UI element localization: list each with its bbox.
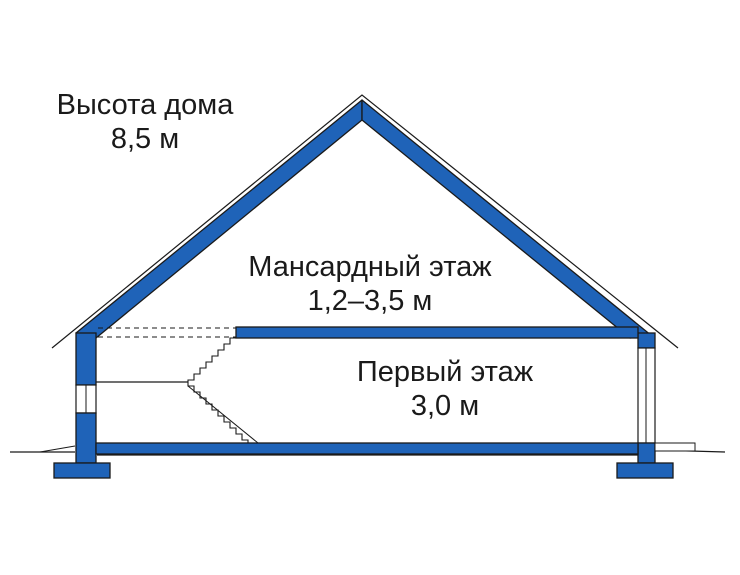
ground-slope-left <box>39 445 76 453</box>
attic-floor-slab <box>235 326 639 339</box>
first-floor-label: Первый этаж 3,0 м <box>310 355 580 423</box>
attic-floor-value: 1,2–3,5 м <box>307 285 433 317</box>
roof-fascia-line <box>51 94 679 349</box>
first-floor-value: 3,0 м <box>410 390 480 422</box>
house-height-label: Высота дома 8,5 м <box>20 88 270 156</box>
house-height-title: Высота дома <box>56 89 234 121</box>
right-foundation <box>616 462 674 479</box>
attic-floor-title: Мансардный этаж <box>248 251 492 283</box>
stair-stringer <box>187 385 259 444</box>
staircase <box>187 337 249 443</box>
left-foundation <box>53 462 111 479</box>
stair-opening-dashed <box>98 327 236 338</box>
left-wall-lower <box>75 412 97 464</box>
right-wall-top <box>637 332 656 349</box>
first-floor-slab <box>95 442 639 455</box>
left-wall-upper <box>75 332 97 386</box>
house-height-value: 8,5 м <box>110 123 180 155</box>
right-wall-lower <box>637 442 656 464</box>
right-porch-step <box>654 442 696 452</box>
attic-floor-label: Мансардный этаж 1,2–3,5 м <box>200 250 540 318</box>
first-floor-title: Первый этаж <box>356 356 534 388</box>
